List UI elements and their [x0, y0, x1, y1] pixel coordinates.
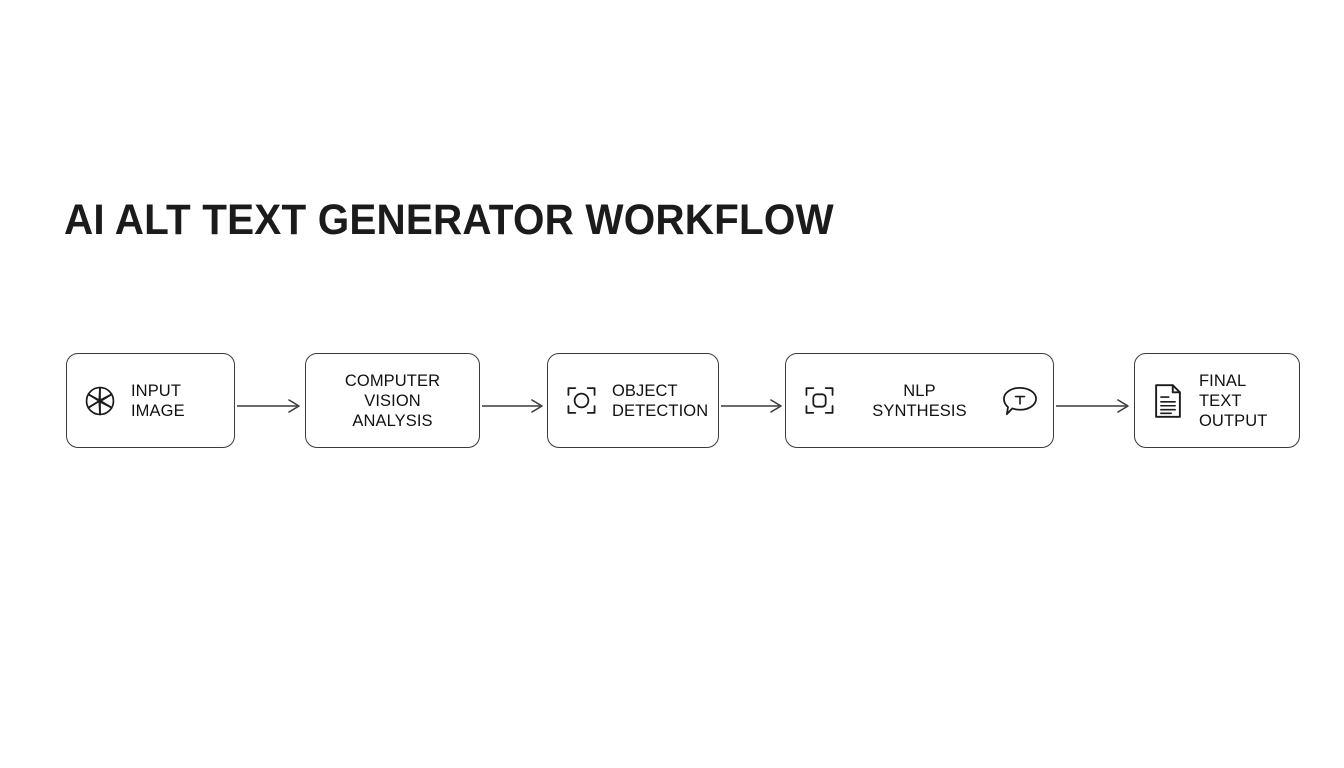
- workflow-node-label: INPUT IMAGE: [131, 381, 185, 420]
- workflow-node-nlp-synthesis[interactable]: NLP SYNTHESIS: [785, 353, 1054, 448]
- scan-circle-icon: [562, 382, 600, 420]
- workflow-node-label: COMPUTER VISION ANALYSIS: [344, 371, 441, 430]
- connector-arrow-3: [721, 399, 785, 413]
- text-bubble-icon: [1001, 382, 1039, 420]
- document-icon: [1149, 382, 1187, 420]
- workflow-node-label: OBJECT DETECTION: [612, 381, 709, 420]
- page-title: AI ALT TEXT GENERATOR WORKFLOW: [64, 196, 834, 244]
- aperture-icon: [81, 382, 119, 420]
- connector-arrow-2: [482, 399, 546, 413]
- workflow-node-object-detection[interactable]: OBJECT DETECTION: [547, 353, 719, 448]
- workflow-diagram: INPUT IMAGE COMPUTER VISION ANALYSIS: [0, 353, 1344, 449]
- workflow-node-input-image[interactable]: INPUT IMAGE: [66, 353, 235, 448]
- workflow-node-label: NLP SYNTHESIS: [872, 381, 967, 420]
- workflow-node-computer-vision-analysis[interactable]: COMPUTER VISION ANALYSIS: [305, 353, 480, 448]
- connector-arrow-4: [1056, 399, 1132, 413]
- scan-square-icon: [800, 382, 838, 420]
- workflow-node-label: FINAL TEXT OUTPUT: [1199, 371, 1268, 430]
- workflow-node-final-text-output[interactable]: FINAL TEXT OUTPUT: [1134, 353, 1300, 448]
- connector-arrow-1: [237, 399, 303, 413]
